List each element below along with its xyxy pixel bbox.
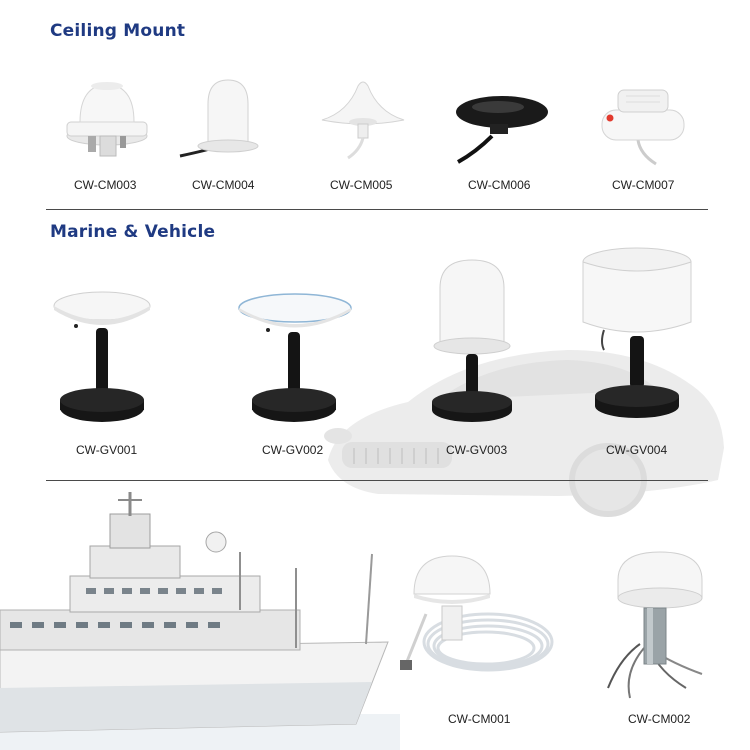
product-image-cw-cm007 — [596, 82, 691, 168]
ship-image — [0, 492, 400, 750]
section-divider — [46, 209, 708, 210]
product-label: CW-CM002 — [628, 712, 691, 726]
product-label: CW-GV003 — [446, 443, 508, 457]
section-title-marine-vehicle: Marine & Vehicle — [50, 222, 216, 242]
product-image-cw-cm002 — [590, 548, 720, 699]
product-image-cw-cm001 — [396, 548, 556, 688]
product-image-cw-cm004 — [178, 76, 268, 168]
product-label: CW-GV004 — [606, 443, 668, 457]
product-label: CW-CM005 — [330, 178, 393, 192]
product-label: CW-CM004 — [192, 178, 255, 192]
section-title-ceiling-mount: Ceiling Mount — [50, 21, 186, 41]
product-label: CW-GV002 — [262, 443, 324, 457]
product-label: CW-CM006 — [468, 178, 531, 192]
product-label: CW-CM003 — [74, 178, 137, 192]
product-image-cw-gv002 — [236, 284, 354, 428]
product-label: CW-CM001 — [448, 712, 511, 726]
section-divider — [46, 480, 708, 481]
product-image-cw-gv001 — [52, 282, 152, 426]
product-label: CW-GV001 — [76, 443, 138, 457]
product-label: CW-CM007 — [612, 178, 675, 192]
product-image-cw-gv003 — [430, 258, 530, 428]
product-image-cw-cm006 — [452, 92, 552, 172]
product-image-cw-cm005 — [318, 76, 408, 166]
product-image-cw-gv004 — [582, 246, 692, 426]
product-image-cw-cm003 — [62, 78, 152, 160]
